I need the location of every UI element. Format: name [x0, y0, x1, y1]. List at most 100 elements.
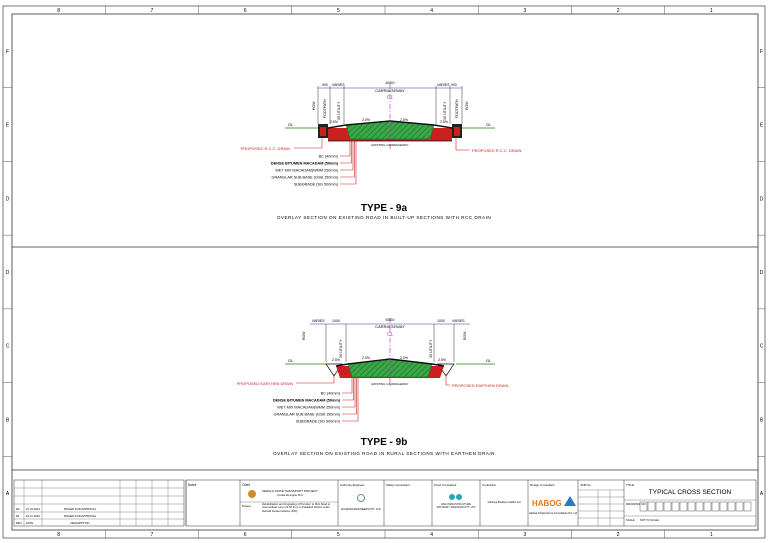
grid-col-label-bottom: 7	[150, 532, 153, 538]
layer-label: BC (40mm)	[319, 154, 339, 158]
layer-callouts: BC (40mm)DENSE BITUMEN MACADAM (50mm)WET…	[271, 140, 357, 186]
carriageway-label: CARRIAGEWAY	[375, 88, 405, 93]
scale-label: SCALE	[626, 518, 635, 522]
drawing-number-box	[639, 501, 648, 512]
drawing-number-box	[655, 501, 664, 512]
safety-label: Safety Consultant	[386, 483, 410, 487]
existing-carriageway-label-b: EXISTING CARRIAGEWAY	[371, 382, 408, 386]
grid-col-label-top: 3	[523, 8, 526, 14]
layer-label: WET MIX MACADAM(WMM 250mm)	[275, 168, 339, 172]
rev-1-date: 10.11.2020	[26, 514, 40, 518]
layer-leader	[340, 140, 355, 178]
contractor-name: Vidishya Builders & ERG Ltd	[488, 500, 522, 504]
layer-leader	[342, 377, 354, 401]
drain-left-label: PROPOSED R.C.C. DRAIN	[241, 146, 290, 151]
layer-label: SUBGRADE (SG 500mm)	[296, 419, 341, 423]
drawing-number-box	[703, 501, 712, 512]
drawing-number-box	[679, 501, 688, 512]
rev-0-desc: ISSUED FOR APPROVAL	[64, 507, 97, 511]
grid-row-label-left: E	[6, 123, 10, 129]
drain-left-leader	[294, 138, 323, 149]
layer-label: GRANULAR SUB BASE (GSB 150mm)	[272, 175, 339, 179]
rcc-drain-left-fill	[320, 127, 326, 136]
row-label-right: ROW	[465, 101, 469, 110]
gl-label-left: GL	[288, 122, 294, 127]
proof-name: ASIA INFRASTRUCTURE ADVISORY SERVICES PV…	[436, 503, 476, 510]
contractor-label: Contractor	[482, 483, 496, 487]
camber-left-b: 2.0%	[362, 356, 370, 360]
row-label-left-b: ROW	[302, 331, 306, 340]
rev-0-id: R2	[16, 507, 20, 511]
grid-col-label-top: 7	[150, 8, 153, 14]
drawing-number-box	[735, 501, 744, 512]
footpath-label-left: FOOTPATH	[323, 99, 327, 118]
grid-row-label-right: D	[760, 196, 764, 202]
section-a-title: TYPE - 9a	[361, 203, 408, 214]
drawing-number-box	[719, 501, 728, 512]
varies-right: VARIES	[437, 83, 450, 87]
drawing-number-box	[687, 501, 696, 512]
grid-row-label-right: C	[760, 344, 764, 350]
grid-row-label-right: E	[760, 123, 764, 129]
proof-label: Proof Consultant	[434, 483, 457, 487]
drawing-number-box	[711, 501, 720, 512]
varies-right-b: VARIES	[452, 319, 465, 323]
outer-frame	[2, 5, 766, 539]
drawing-number-box	[647, 501, 656, 512]
authority-logo-icon	[357, 494, 365, 502]
grid-row-label-left: D	[6, 196, 10, 202]
grid-col-label-top: 1	[710, 8, 713, 14]
layer-leader	[342, 377, 359, 422]
layer-label: DENSE BITUMEN MACADAM (50mm)	[273, 398, 341, 402]
side-width-right: 900	[451, 83, 457, 87]
grid-row-label-right: F	[760, 49, 763, 55]
grid-col-label-bottom: 8	[57, 532, 60, 538]
grid-col-label-bottom: 3	[523, 532, 526, 538]
utility-label-left-b: 3S UTILITY	[339, 339, 343, 358]
grid-row-label-left: C	[6, 344, 10, 350]
grid-col-label-bottom: 4	[430, 532, 433, 538]
layer-label: BC (40mm)	[321, 391, 341, 395]
job-no-label: JOB No.	[580, 483, 592, 487]
varies-left: VARIES	[332, 83, 345, 87]
authority-name: EUGENIA ENGINEERS PVT. LTD	[341, 507, 380, 511]
rev-2-desc: DESCRIPTION	[70, 521, 89, 525]
grid-row-label-left: F	[6, 49, 9, 55]
grid-col-label-bottom: 5	[337, 532, 340, 538]
layer-label: WET MIX MACADAM(WMM 250mm)	[277, 405, 341, 409]
project-label: Project	[242, 504, 251, 508]
layer-callouts-b: BC (40mm) DENSE BITUMEN MACADAM (50mm) WET…	[273, 377, 359, 423]
client-sub: Kerala Re-Ingine Port	[278, 493, 303, 497]
drawing-no-label: DRAWING NO	[626, 502, 646, 506]
authority-label: Authority Engineer	[340, 483, 365, 487]
rev-2-date: DATE	[26, 521, 33, 525]
notes-label: Notes	[188, 483, 197, 487]
existing-carriageway-label: EXISTING CARRIAGEWAY	[371, 143, 408, 147]
camber-right-b: 2.0%	[400, 356, 408, 360]
layer-leader	[342, 377, 357, 415]
drain-right-label-b: PROPOSED EARTHEN DRAIN	[452, 383, 508, 388]
grid-col-label-bottom: 1	[710, 532, 713, 538]
client-label: Client	[242, 483, 250, 487]
design-brand: HABOG	[532, 499, 562, 508]
utility-label-left: 3S UTILITY	[337, 101, 341, 120]
row-label-right-b: ROW	[463, 331, 467, 340]
drawing-number-box	[695, 501, 704, 512]
centerline-label-b: CL	[387, 332, 394, 338]
drain-left-label-b: PROPOSED EARTHEN DRAIN	[237, 381, 293, 386]
rcc-drain-right-fill	[454, 127, 460, 136]
gl-label-left-b: GL	[288, 358, 294, 363]
slope-left-b: 2.5%	[332, 358, 340, 362]
utility-label-right: 3S UTILITY	[443, 101, 447, 120]
slope-right-b: 2.5%	[438, 358, 446, 362]
grid-row-label-left: B	[6, 417, 10, 423]
varies-left-b: VARIES	[312, 319, 325, 323]
drawing-number-box	[663, 501, 672, 512]
section-9a: GL GL CL 6000 CARRIAGEWAY 900 VARIES VAR…	[241, 80, 522, 220]
section-a-subtitle: OVERLAY SECTION ON EXISTING ROAD IN BUIL…	[277, 215, 491, 220]
side-width-left-b: 1000	[332, 319, 340, 323]
drain-right-leader	[455, 138, 470, 151]
